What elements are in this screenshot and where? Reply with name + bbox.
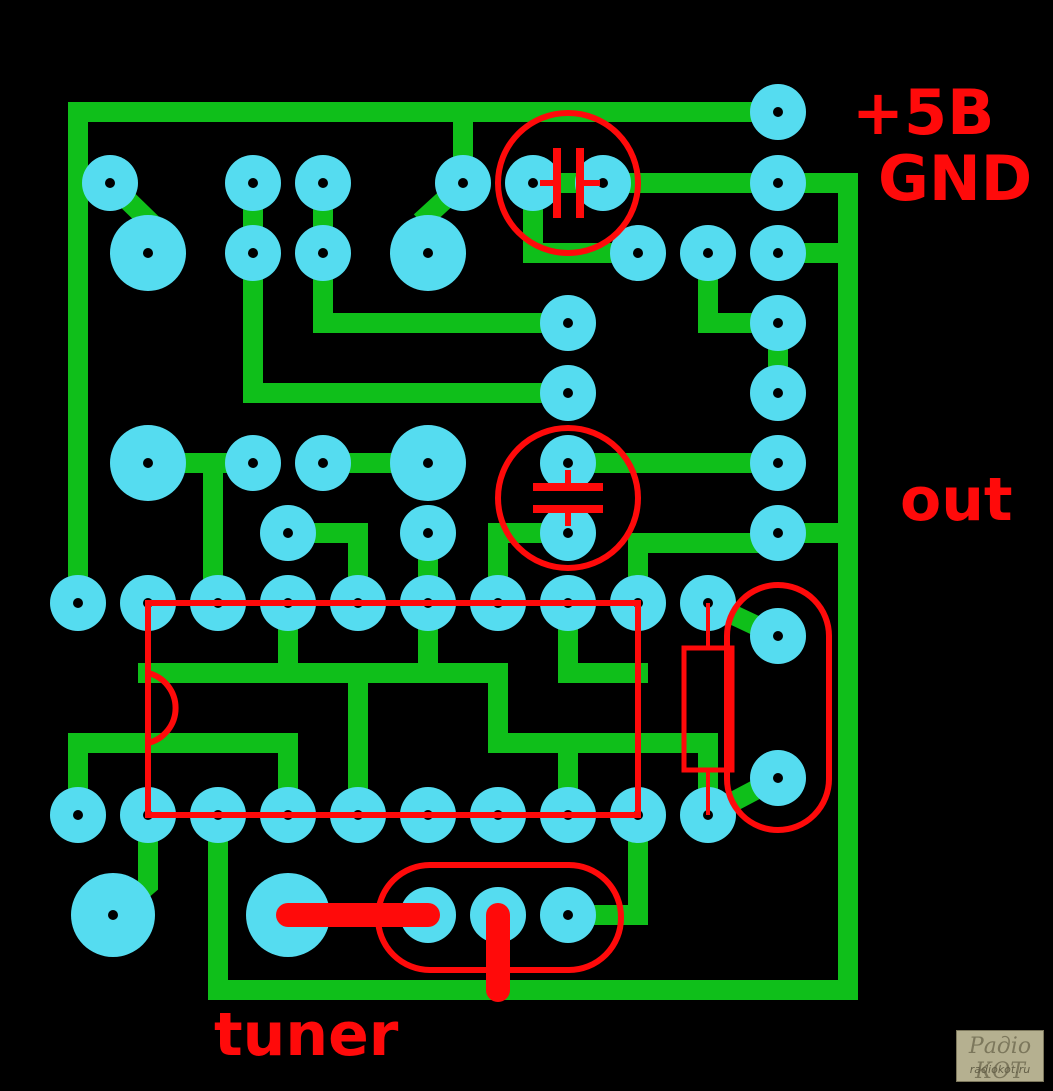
silkscreen <box>145 110 832 973</box>
watermark-logo: Радіо КОТ radiokot.ru <box>956 1030 1044 1084</box>
capacitor-outline <box>495 425 641 571</box>
crystal-outline <box>724 582 832 833</box>
plus5v-label: +5B <box>852 76 995 149</box>
ic-notch <box>147 670 179 746</box>
tuner-label: tuner <box>214 1000 399 1070</box>
capacitor-outline <box>495 110 641 256</box>
watermark-title: Радіо КОТ <box>968 1034 1032 1084</box>
out-label: out <box>900 465 1013 535</box>
watermark-url: radiokot.ru <box>969 1063 1031 1076</box>
ic-outline <box>145 600 641 818</box>
gnd-label: GND <box>878 142 1033 215</box>
wire-jumpers <box>276 903 510 1002</box>
